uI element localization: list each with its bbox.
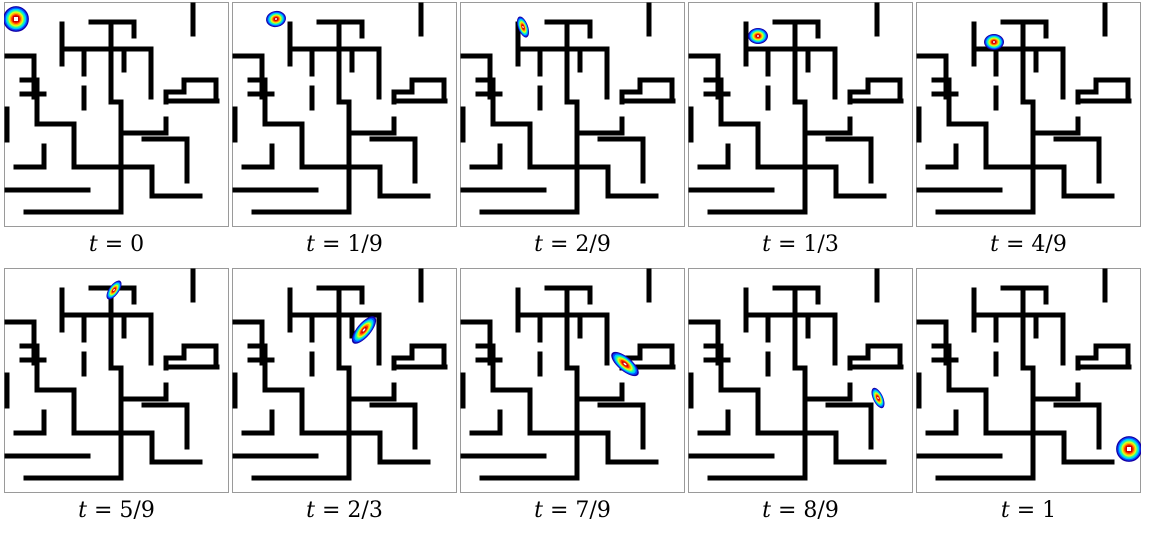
time-value: 2/9 [575, 232, 610, 257]
time-variable: t [990, 232, 999, 257]
density-blob [4, 7, 28, 31]
time-value: 0 [130, 232, 144, 257]
equals-sign: = [543, 498, 575, 523]
equals-sign: = [315, 498, 347, 523]
maze-plot [688, 2, 913, 227]
equals-sign: = [771, 498, 803, 523]
maze-panel: t = 4/9 [916, 2, 1141, 227]
equals-sign: = [98, 232, 130, 257]
time-caption: t = 0 [4, 232, 229, 257]
time-value: 1/9 [347, 232, 382, 257]
density-blob [984, 34, 1004, 50]
maze-plot [916, 2, 1141, 227]
time-caption: t = 1/3 [688, 232, 913, 257]
maze-plot [232, 268, 457, 493]
maze-panel: t = 1/3 [688, 2, 913, 227]
time-caption: t = 2/9 [460, 232, 685, 257]
time-value: 4/9 [1031, 232, 1066, 257]
time-value: 8/9 [803, 498, 838, 523]
maze-panel: t = 7/9 [460, 268, 685, 493]
time-variable: t [89, 232, 98, 257]
equals-sign: = [1010, 498, 1042, 523]
equals-sign: = [771, 232, 803, 257]
time-variable: t [78, 498, 87, 523]
time-variable: t [306, 232, 315, 257]
density-blob [748, 28, 768, 44]
time-variable: t [762, 232, 771, 257]
time-value: 2/3 [347, 498, 382, 523]
time-variable: t [762, 498, 771, 523]
time-variable: t [306, 498, 315, 523]
maze-panel: t = 8/9 [688, 268, 913, 493]
maze-plot [460, 268, 685, 493]
maze-plot [4, 268, 229, 493]
time-variable: t [1001, 498, 1010, 523]
time-caption: t = 2/3 [232, 498, 457, 523]
time-value: 1 [1042, 498, 1056, 523]
maze-plot [4, 2, 229, 227]
maze-panel: t = 0 [4, 2, 229, 227]
time-caption: t = 4/9 [916, 232, 1141, 257]
maze-panel: t = 2/3 [232, 268, 457, 493]
maze-plot [460, 2, 685, 227]
time-value: 5/9 [119, 498, 154, 523]
maze-panel: t = 1 [916, 268, 1141, 493]
time-caption: t = 1 [916, 498, 1141, 523]
density-blob [1117, 437, 1141, 461]
time-caption: t = 1/9 [232, 232, 457, 257]
maze-panel: t = 5/9 [4, 268, 229, 493]
maze-plot [916, 268, 1141, 493]
equals-sign: = [999, 232, 1031, 257]
maze-panel: t = 1/9 [232, 2, 457, 227]
time-value: 7/9 [575, 498, 610, 523]
time-caption: t = 7/9 [460, 498, 685, 523]
maze-plot [688, 268, 913, 493]
maze-panel: t = 2/9 [460, 2, 685, 227]
time-variable: t [534, 498, 543, 523]
equals-sign: = [315, 232, 347, 257]
time-caption: t = 5/9 [4, 498, 229, 523]
time-value: 1/3 [803, 232, 838, 257]
maze-plot [232, 2, 457, 227]
time-caption: t = 8/9 [688, 498, 913, 523]
time-variable: t [534, 232, 543, 257]
equals-sign: = [543, 232, 575, 257]
equals-sign: = [87, 498, 119, 523]
